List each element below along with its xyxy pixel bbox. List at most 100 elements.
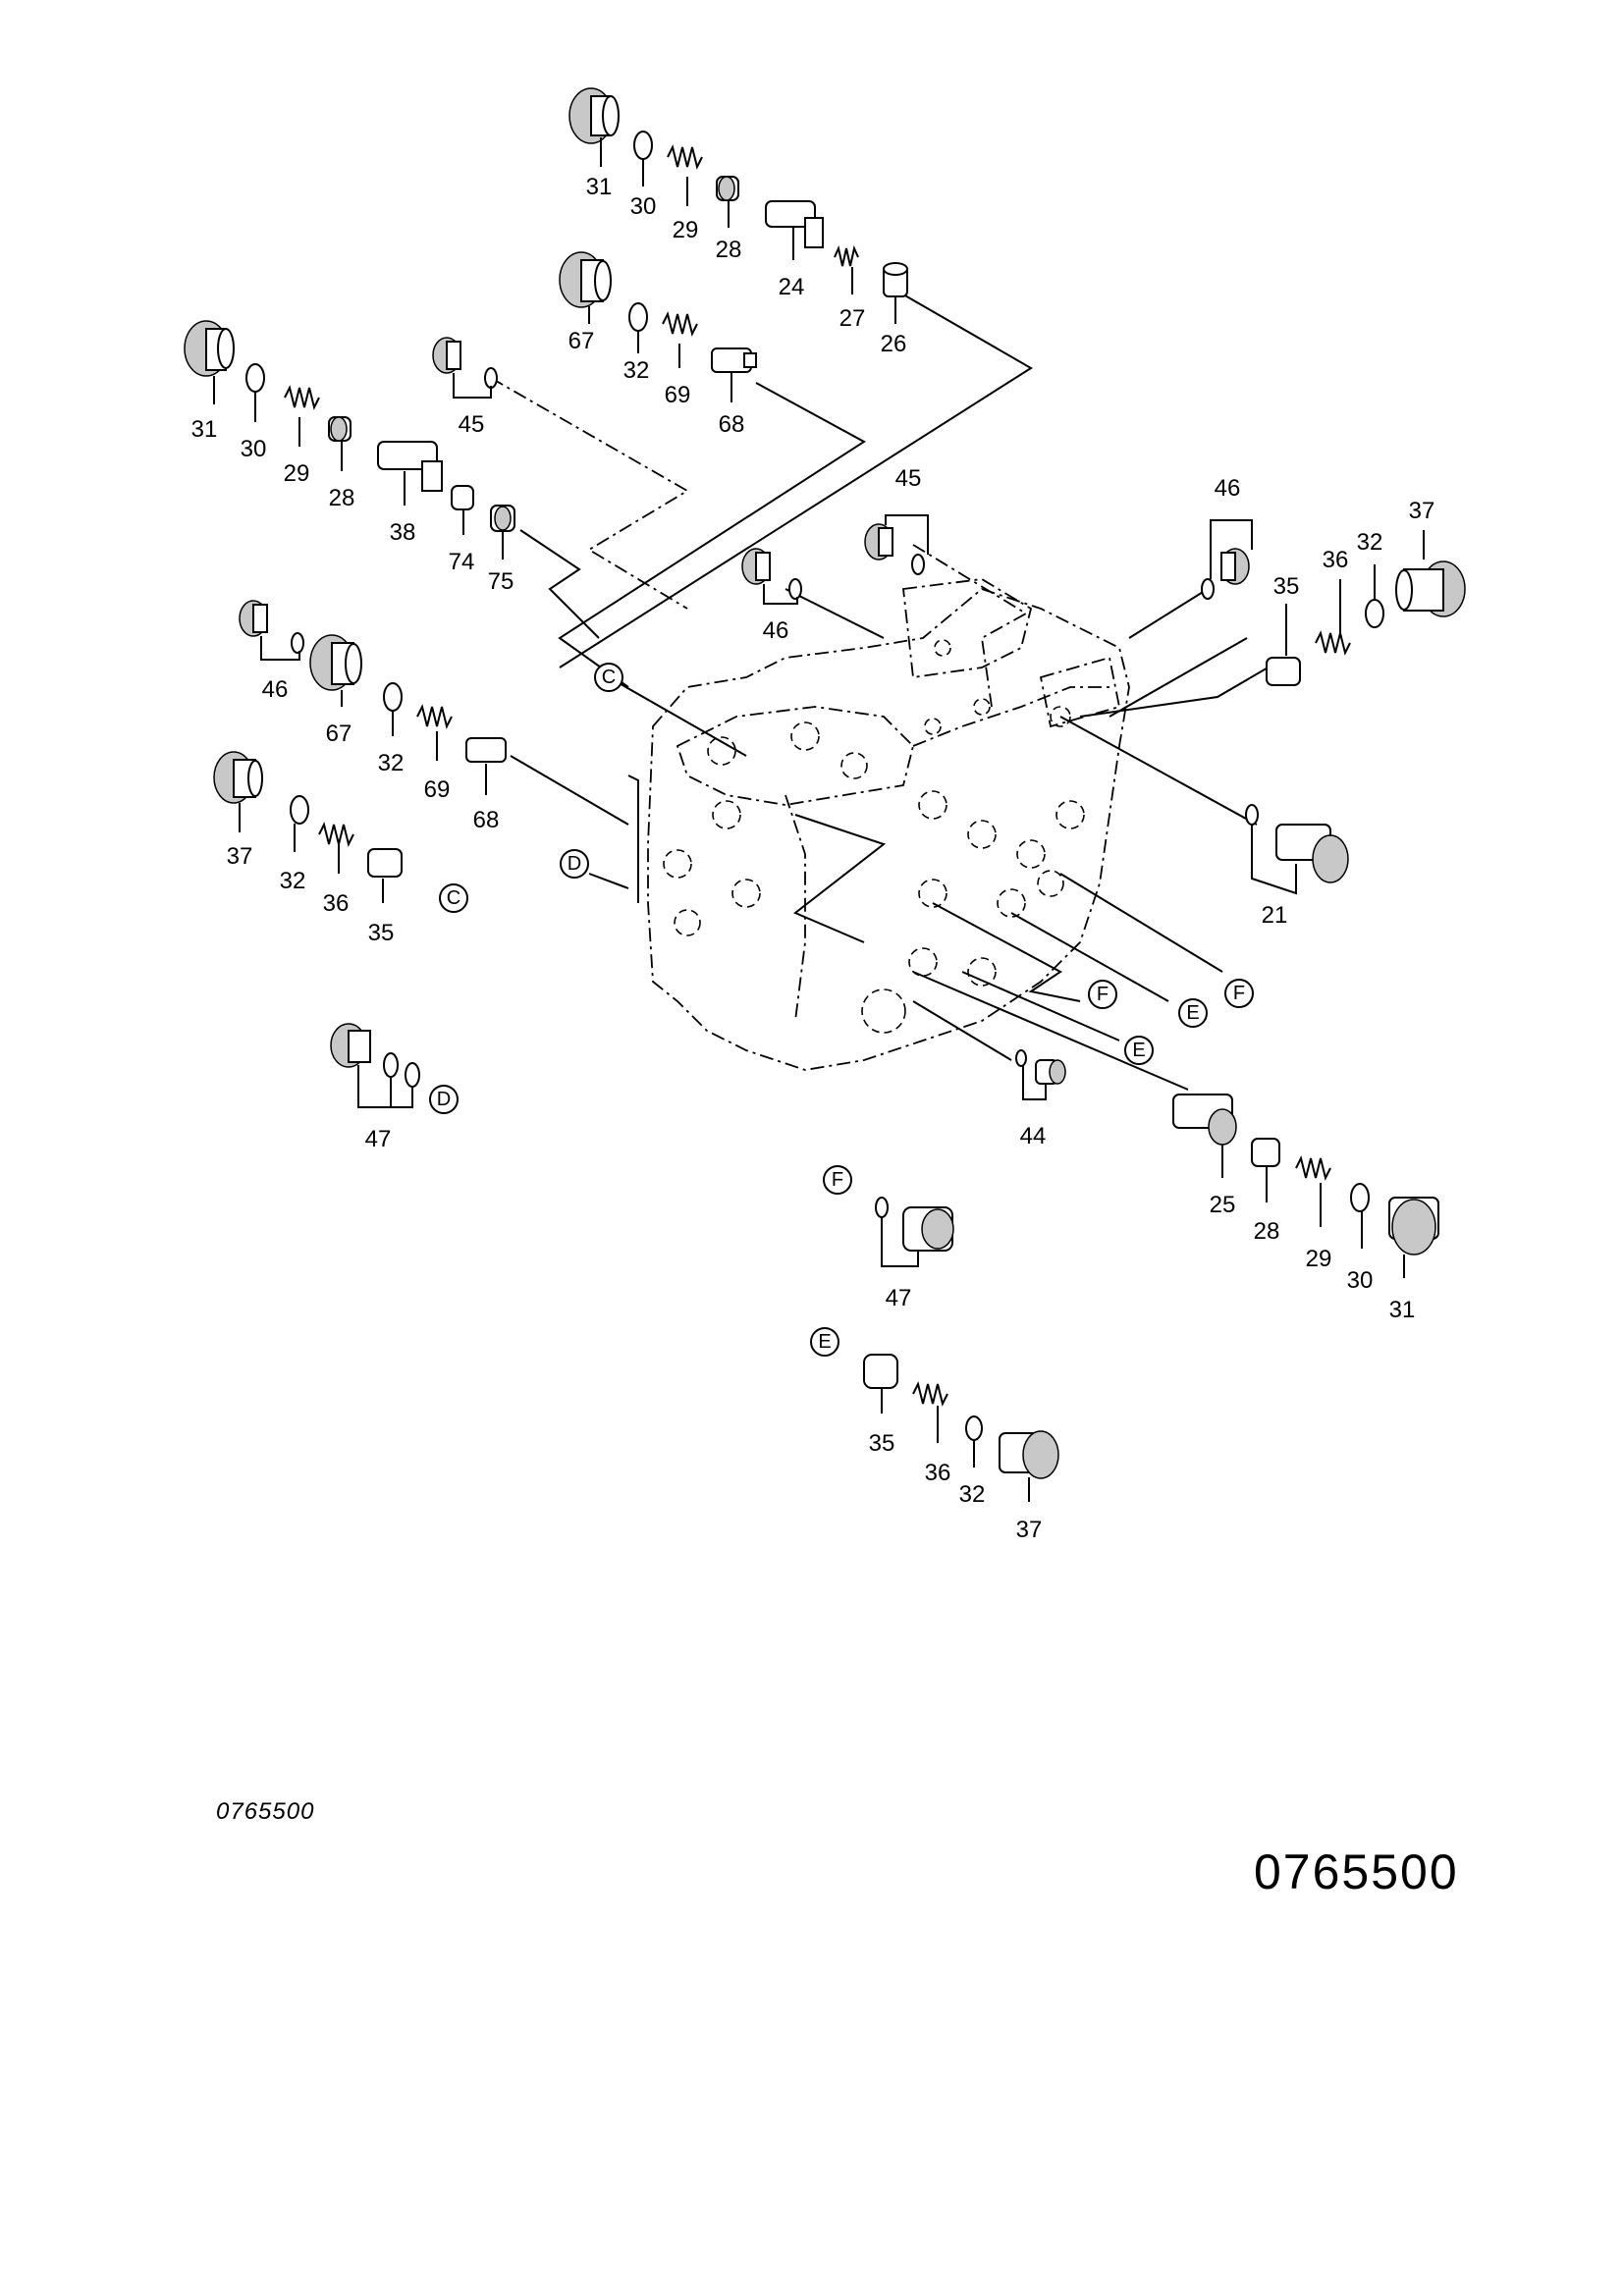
spring-29-low — [1295, 1155, 1331, 1181]
sleeve-35-left — [367, 848, 403, 878]
svg-text:F: F — [1233, 983, 1245, 1004]
label-27: 27 — [839, 305, 866, 332]
ref-f-1: F — [1088, 980, 1117, 1009]
label-37-bottom: 37 — [1016, 1517, 1043, 1543]
plug-67-left — [309, 634, 362, 691]
ref-c-lower: C — [439, 883, 468, 913]
valve-body — [627, 578, 1130, 1071]
label-30-top: 30 — [630, 193, 657, 220]
label-35-right: 35 — [1273, 573, 1300, 600]
label-35-bottom: 35 — [869, 1430, 895, 1457]
plug-46-left — [239, 600, 268, 637]
spring-36-left — [318, 822, 354, 847]
spring-69-left — [416, 704, 453, 729]
plug-45-top — [432, 337, 461, 374]
spring-29-left — [284, 385, 320, 410]
ref-c-upper: C — [594, 663, 623, 692]
ref-f-3: F — [823, 1165, 852, 1195]
svg-text:C: C — [447, 887, 460, 909]
label-31-low: 31 — [1389, 1297, 1416, 1323]
label-30-low: 30 — [1347, 1267, 1374, 1294]
plug-31-left — [184, 320, 235, 377]
label-68-left: 68 — [473, 807, 500, 833]
o-ring-30-top — [633, 131, 653, 160]
ref-d-upper: D — [560, 849, 589, 879]
o-ring-46-left — [291, 632, 304, 654]
label-32-left: 32 — [378, 750, 405, 776]
ref-f-2: F — [1224, 979, 1254, 1008]
parts — [184, 87, 1466, 1479]
label-67-top: 67 — [568, 328, 595, 354]
label-28-left: 28 — [329, 485, 355, 511]
assembly-lines — [490, 294, 1277, 1091]
label-24: 24 — [779, 274, 805, 300]
spool-24 — [765, 200, 824, 248]
label-67-left: 67 — [326, 721, 352, 747]
spring-36-right — [1315, 630, 1351, 656]
spring-36-bottom — [912, 1381, 948, 1407]
label-29-left: 29 — [284, 460, 310, 487]
label-37-right: 37 — [1409, 498, 1435, 524]
plug-21 — [1275, 824, 1349, 883]
plug-37-bottom — [999, 1430, 1059, 1479]
o-ring-46-mid — [788, 578, 802, 600]
plug-46-right — [1220, 548, 1250, 585]
label-69-top: 69 — [665, 382, 691, 408]
label-36-left: 36 — [323, 890, 350, 917]
label-29-top: 29 — [673, 217, 699, 243]
o-ring-46-right — [1201, 578, 1215, 600]
label-46-right: 46 — [1215, 475, 1241, 502]
o-ring-45-right — [911, 554, 925, 575]
part-75 — [490, 505, 515, 532]
svg-text:F: F — [832, 1169, 843, 1191]
spool-38 — [377, 441, 443, 492]
plug-37-left — [213, 751, 263, 804]
plug-31-low — [1388, 1197, 1439, 1255]
label-32-leftlow: 32 — [280, 868, 306, 894]
label-31-top: 31 — [586, 174, 613, 200]
label-45-right: 45 — [895, 465, 922, 492]
plug-67-top — [559, 251, 612, 308]
plug-46-mid — [741, 548, 771, 585]
o-ring-47-left — [383, 1052, 399, 1078]
part-74 — [451, 485, 474, 510]
piston-28-left — [328, 416, 352, 442]
o-ring-32-leftlow — [290, 795, 309, 825]
label-35-left: 35 — [368, 920, 395, 946]
o-ring-44 — [1015, 1049, 1027, 1067]
ref-e-1: E — [1178, 998, 1208, 1028]
label-46-left: 46 — [262, 676, 289, 703]
plug-47-low — [902, 1206, 954, 1252]
label-30-left: 30 — [241, 436, 267, 462]
part-labels: 31 30 29 28 24 27 26 67 32 69 68 31 30 2… — [191, 137, 1435, 1543]
o-ring-30-left — [245, 363, 265, 393]
label-32-right: 32 — [1357, 529, 1383, 556]
plug-37-right — [1395, 561, 1466, 617]
spring-27 — [834, 244, 859, 267]
label-47-left: 47 — [365, 1126, 392, 1152]
plunger-68-left — [465, 737, 507, 763]
o-ring-47b-left — [405, 1062, 420, 1088]
plug-45-right — [864, 523, 893, 561]
o-ring-30-low — [1350, 1183, 1370, 1212]
label-32-top: 32 — [623, 357, 650, 384]
label-28-low: 28 — [1254, 1218, 1280, 1245]
label-37-left: 37 — [227, 843, 253, 870]
drawing-number-large: 0765500 — [1254, 1844, 1459, 1899]
sleeve-35-right — [1266, 657, 1301, 686]
sleeve-35-bottom — [863, 1354, 898, 1389]
o-ring-45-top — [484, 367, 498, 389]
label-44: 44 — [1020, 1123, 1047, 1149]
label-45-top: 45 — [459, 411, 485, 438]
label-25: 25 — [1210, 1192, 1236, 1218]
label-28-top: 28 — [716, 237, 742, 263]
plunger-68-top — [711, 347, 757, 373]
spool-25 — [1172, 1094, 1237, 1146]
ref-d-lower: D — [429, 1085, 459, 1114]
o-ring-21 — [1245, 804, 1259, 826]
drawing-number-small: 0765500 — [216, 1798, 315, 1825]
svg-text:E: E — [1186, 1002, 1199, 1024]
o-ring-32-top — [628, 302, 648, 332]
svg-text:C: C — [602, 667, 616, 688]
